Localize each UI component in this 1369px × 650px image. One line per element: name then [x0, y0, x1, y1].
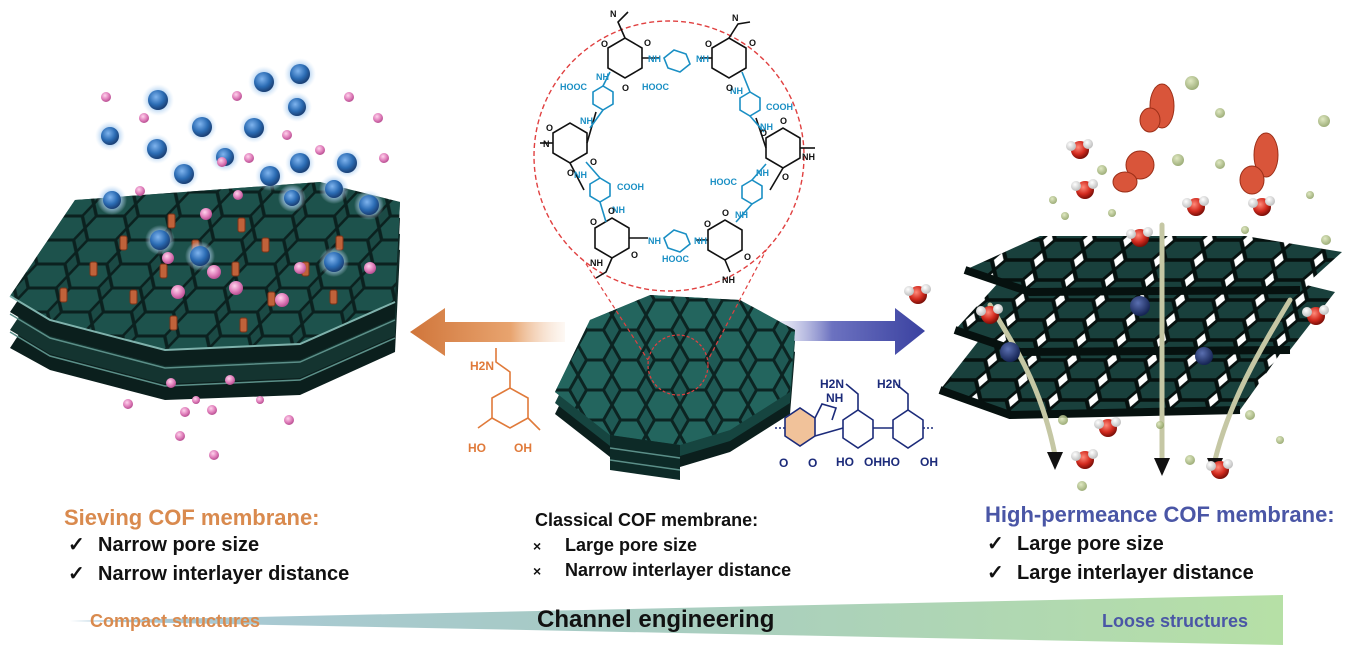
label-o-12: O — [782, 172, 789, 182]
label-o-9: O — [590, 157, 597, 167]
high-permeance-item-2-label: Large interlayer distance — [1017, 562, 1254, 584]
label-o-7: O — [546, 123, 553, 133]
pda-h2n-label-1: H2N — [820, 377, 844, 391]
pda-o-label-1: O — [779, 456, 788, 470]
label-nh-4: NH — [730, 86, 743, 96]
sieving-item-2-label: Narrow interlayer distance — [98, 563, 350, 585]
pda-ho-label: HO — [836, 455, 854, 469]
label-nh-12: NH — [694, 236, 707, 246]
classical-item-1: × Large pore size — [533, 535, 697, 556]
label-o-4: O — [705, 39, 712, 49]
organic-molecule-clusters — [1112, 83, 1279, 195]
label-nh-9: NH — [612, 205, 625, 215]
pda-o-label-2: O — [808, 456, 817, 470]
channel-engineering-label: Channel engineering — [537, 606, 775, 633]
classical-item-2-label: Narrow interlayer distance — [565, 560, 792, 580]
check-icon: ✓ — [987, 533, 1004, 555]
label-nh-13: NH — [802, 152, 815, 162]
cross-icon: × — [533, 538, 542, 554]
sieving-item-1: ✓ Narrow pore size — [68, 532, 259, 557]
high-permeance-item-1: ✓ Large pore size — [987, 531, 1164, 556]
label-n-1: N — [610, 9, 617, 19]
label-o-8: O — [567, 168, 574, 178]
label-o-18: O — [744, 252, 751, 262]
label-o-2: O — [644, 38, 651, 48]
label-o-1: O — [601, 39, 608, 49]
pda-nh-label: NH — [826, 391, 843, 405]
classical-cof-title: Classical COF membrane: — [535, 510, 759, 530]
pda-oh-label: OH — [920, 455, 938, 469]
label-nh-1: NH — [648, 54, 661, 64]
label-nh-3: NH — [596, 72, 609, 82]
high-permeance-item-1-label: Large pore size — [1017, 533, 1164, 555]
arrow-left-orange — [410, 308, 565, 356]
label-nh-14: NH — [590, 258, 603, 268]
label-o-13: O — [590, 217, 597, 227]
label-n-2: N — [732, 13, 739, 23]
sieving-item-2: ✓ Narrow interlayer distance — [68, 561, 349, 586]
sieving-item-1-label: Narrow pore size — [98, 534, 260, 556]
label-o-16: O — [704, 219, 711, 229]
pda-ohho-label: OHHO — [864, 455, 900, 469]
dopamine-h2n-label: H2N — [470, 359, 494, 373]
navy-solute-spheres — [1000, 296, 1213, 365]
high-permeance-cof-title: High-permeance COF membrane: — [985, 502, 1335, 527]
label-nh-7: NH — [574, 170, 587, 180]
cof-macrocycle-structure — [540, 11, 815, 279]
loose-structures-label: Loose structures — [1102, 611, 1249, 631]
classical-cof-stack — [555, 295, 795, 480]
classical-item-1-label: Large pore size — [565, 535, 698, 555]
label-o-17: O — [722, 208, 729, 218]
cross-icon: × — [533, 563, 542, 579]
dopamine-oh-label: OH — [514, 441, 532, 455]
label-nh-10: NH — [735, 210, 748, 220]
label-o-14: O — [608, 206, 615, 216]
check-icon: ✓ — [68, 563, 85, 585]
pink-ion-spheres — [101, 91, 389, 460]
green-small-particles — [1049, 76, 1331, 491]
label-n-3: N — [543, 139, 550, 149]
label-cooh-1: COOH — [766, 102, 793, 112]
label-o-3: O — [622, 83, 629, 93]
compact-structures-label: Compact structures — [90, 611, 261, 631]
pda-h2n-label-2: H2N — [877, 377, 901, 391]
label-o-5: O — [749, 38, 756, 48]
label-hooc-3: HOOC — [710, 177, 738, 187]
label-nh-8: NH — [756, 168, 769, 178]
blue-solute-spheres — [95, 58, 384, 277]
label-hooc-4: HOOC — [662, 254, 690, 264]
label-cooh-2: COOH — [617, 182, 644, 192]
label-o-15: O — [631, 250, 638, 260]
classical-item-2: × Narrow interlayer distance — [533, 560, 791, 581]
polydopamine-chain — [775, 383, 935, 449]
dopamine-molecule — [477, 348, 541, 431]
label-o-10: O — [760, 128, 767, 138]
label-hooc-2: HOOC — [642, 82, 670, 92]
arrow-right-blue — [770, 308, 925, 355]
sieving-cof-title: Sieving COF membrane: — [64, 505, 320, 530]
check-icon: ✓ — [987, 562, 1004, 584]
check-icon: ✓ — [68, 534, 85, 556]
high-permeance-item-2: ✓ Large interlayer distance — [987, 560, 1254, 585]
zoom-circle — [533, 20, 805, 292]
water-molecules — [904, 139, 1329, 479]
dopamine-ho-label: HO — [468, 441, 486, 455]
label-nh-2: NH — [696, 54, 709, 64]
label-nh-6: NH — [760, 122, 773, 132]
label-o-6: O — [726, 83, 733, 93]
label-hooc-1: HOOC — [560, 82, 588, 92]
structure-gradient-wedge — [70, 595, 1283, 645]
label-nh-11: NH — [648, 236, 661, 246]
label-nh-5: NH — [580, 116, 593, 126]
label-nh-15: NH — [722, 275, 735, 285]
label-o-11: O — [780, 116, 787, 126]
